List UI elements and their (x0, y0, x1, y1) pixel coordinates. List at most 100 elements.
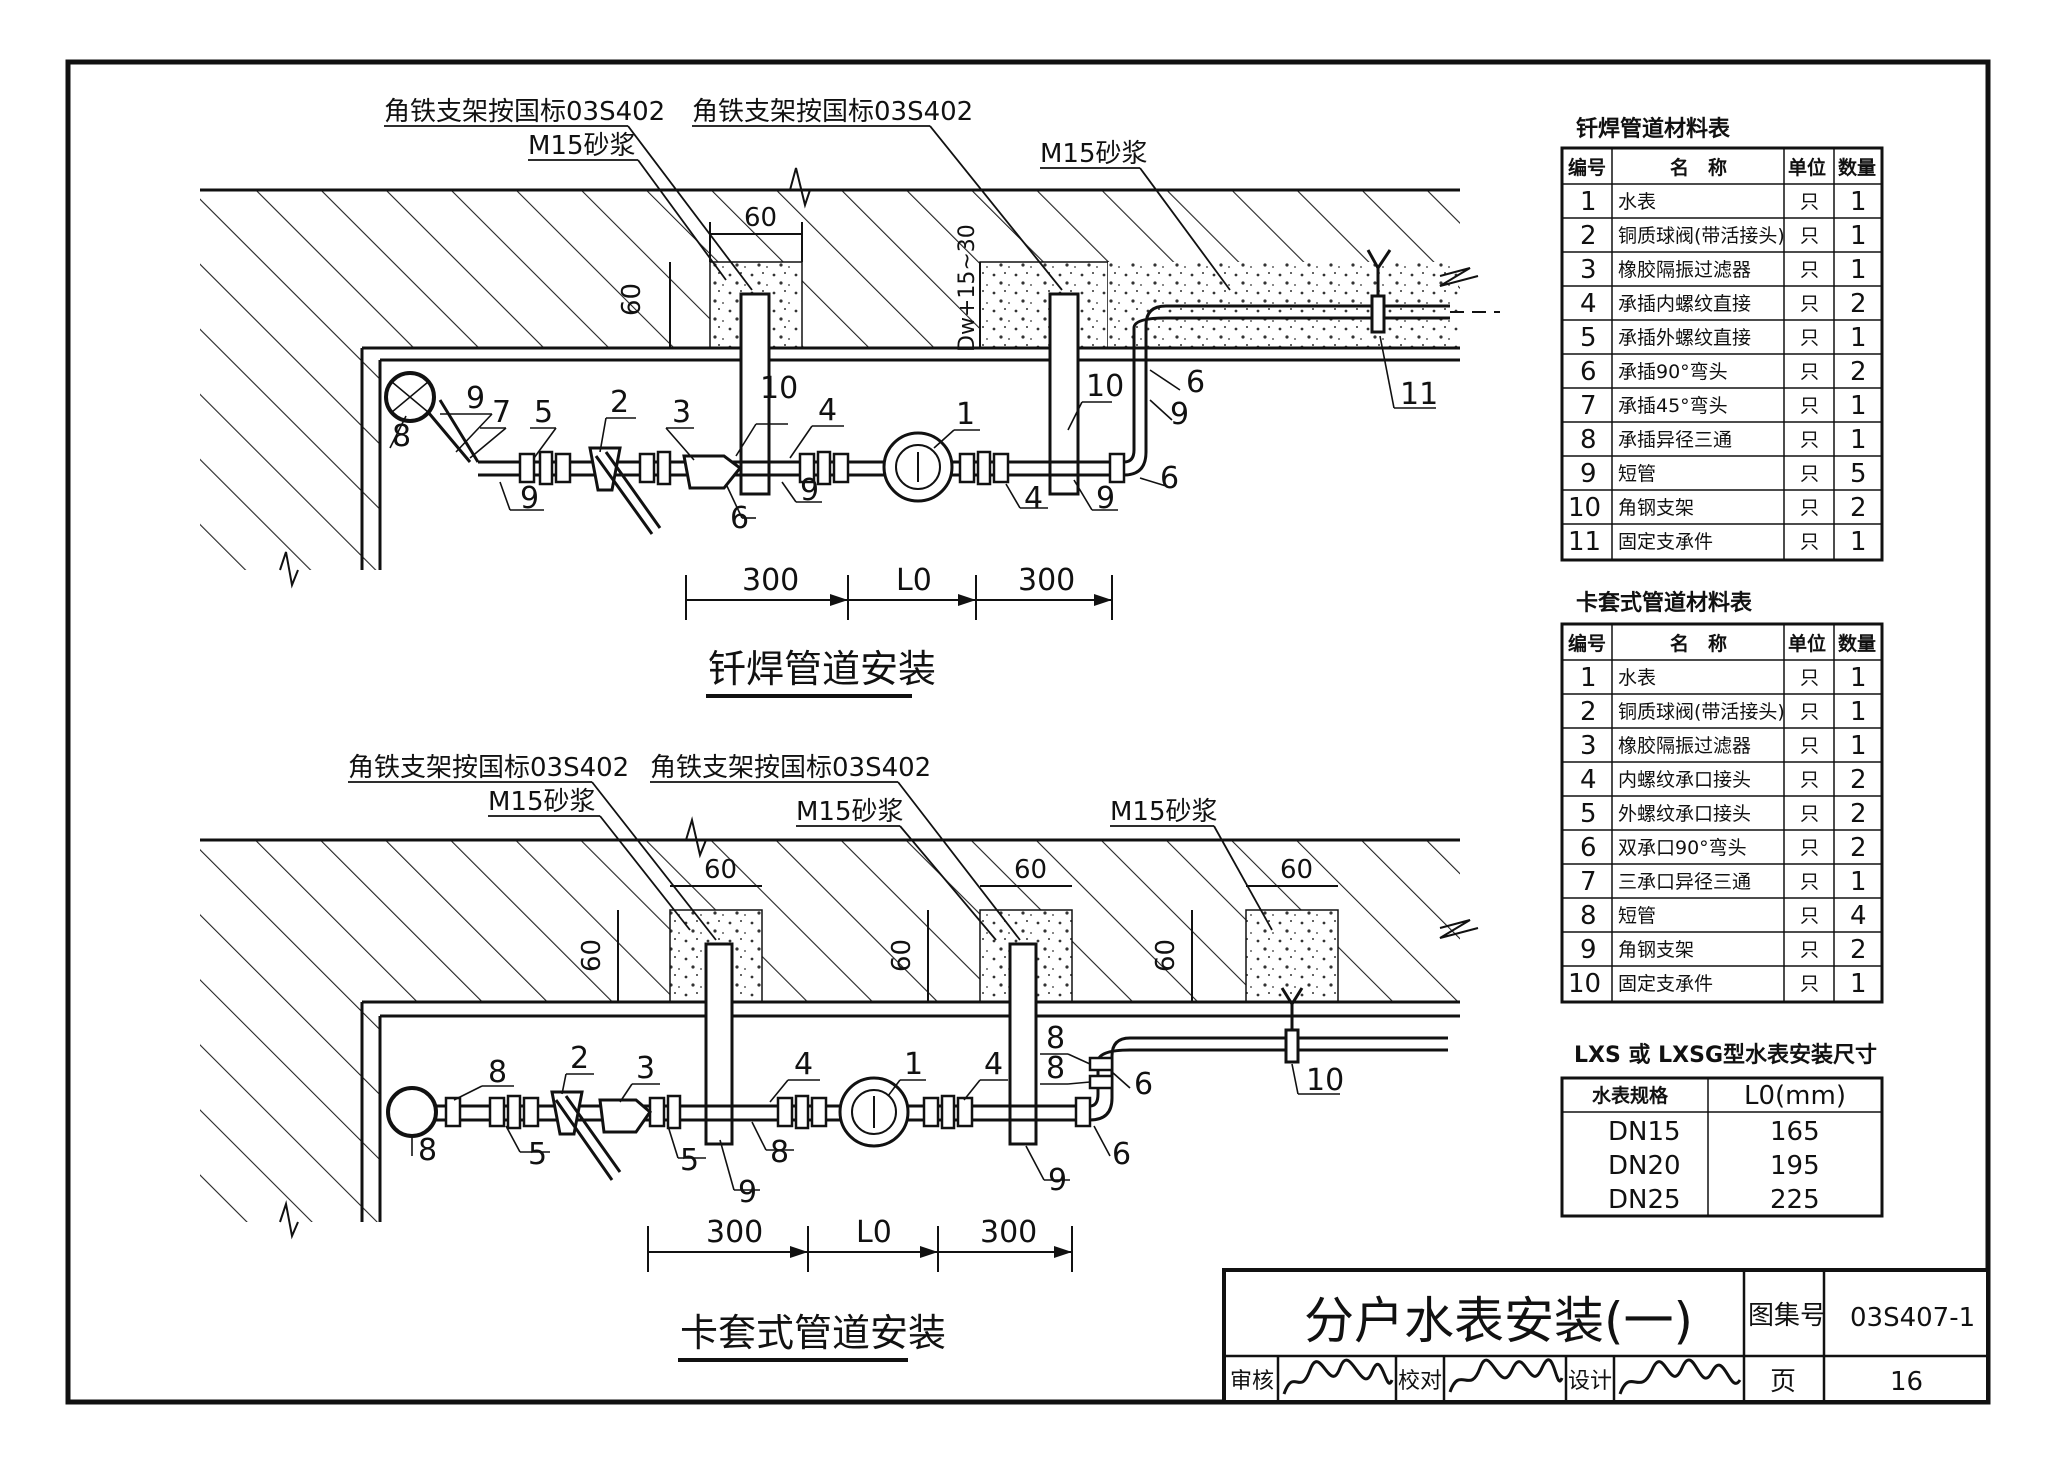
svg-text:铜质球阀(带活接头): 铜质球阀(带活接头) (1618, 701, 1785, 723)
bottom-dim-60-a: 60 (704, 855, 737, 885)
svg-text:数量: 数量 (1838, 156, 1876, 179)
svg-text:名 称: 名 称 (1670, 156, 1727, 179)
svg-text:短管: 短管 (1618, 463, 1656, 485)
top-dimensions (669, 222, 1113, 620)
top-callout-10b: 10 (1086, 369, 1124, 404)
svg-text:数量: 数量 (1838, 632, 1876, 655)
bottom-diagram: 300 L0 300 60 60 60 60 60 60 角铁支架按国标03S4… (200, 753, 1479, 1362)
table-row: 5 (1580, 323, 1597, 353)
svg-text:三承口异径三通: 三承口异径三通 (1618, 871, 1751, 893)
svg-text:只: 只 (1800, 939, 1819, 961)
top-mortar-left: M15砂浆 (528, 131, 636, 161)
top-fixed-support (1370, 294, 1386, 334)
check-label: 校对 (1398, 1369, 1442, 1394)
top-callout-9c: 9 (800, 473, 819, 508)
table-brazed-rows: 1 水表 只 1 2 铜质球阀(带活接头) 只 1 3 橡胶隔振过滤器 只 1 … (1568, 187, 1867, 557)
table-row: 4 (1580, 289, 1597, 319)
bottom-angle-support-right (1008, 942, 1038, 1146)
svg-text:只: 只 (1800, 463, 1819, 485)
bottom-dim-300-right: 300 (980, 1215, 1037, 1250)
svg-text:1: 1 (1850, 425, 1867, 455)
table-row: DN20 (1608, 1151, 1681, 1181)
top-angle-support-right (1048, 292, 1080, 496)
svg-text:只: 只 (1800, 191, 1819, 213)
bottom-dim-60-e: 60 (887, 939, 917, 972)
bottom-callout-5a: 5 (528, 1137, 547, 1172)
svg-text:只: 只 (1800, 225, 1819, 247)
bottom-callouts (411, 1053, 1340, 1191)
svg-text:只: 只 (1800, 667, 1819, 689)
top-callout-8: 8 (392, 419, 411, 454)
bottom-callout-4b: 4 (984, 1047, 1003, 1082)
bottom-callout-6b: 6 (1112, 1137, 1131, 1172)
bottom-break-mark-bottom (279, 1200, 299, 1240)
svg-text:2: 2 (1850, 935, 1867, 965)
bottom-callout-9b: 9 (1048, 1163, 1067, 1198)
top-callout-9e: 9 (1170, 397, 1189, 432)
bottom-support-label-right: 角铁支架按国标03S402 (650, 753, 931, 783)
bottom-callout-6a: 6 (1134, 1067, 1153, 1102)
table-row: 10 (1568, 969, 1601, 999)
svg-text:4: 4 (1850, 901, 1867, 931)
bottom-callout-7: 8 (418, 1133, 437, 1168)
top-callout-9d: 9 (1096, 481, 1115, 516)
svg-text:水表规格: 水表规格 (1592, 1084, 1669, 1107)
top-callout-9b: 9 (520, 481, 539, 516)
top-fittings (518, 450, 1126, 486)
svg-text:固定支承件: 固定支承件 (1618, 973, 1713, 995)
table-row: DN15 (1608, 1117, 1681, 1147)
bottom-angle-support-left (704, 942, 734, 1146)
svg-text:固定支承件: 固定支承件 (1618, 531, 1713, 553)
svg-text:1: 1 (1850, 391, 1867, 421)
svg-text:只: 只 (1800, 905, 1819, 927)
top-45-elbow (426, 399, 480, 463)
top-callout-5b: 6 (730, 501, 749, 536)
svg-text:只: 只 (1800, 327, 1819, 349)
table-row: 10 (1568, 493, 1601, 523)
top-dim-60-top: 60 (744, 203, 777, 233)
page-number: 16 (1890, 1367, 1923, 1397)
top-wall-hatch (200, 190, 1460, 570)
table-row: 8 (1580, 901, 1597, 931)
bottom-dim-60-c: 60 (1280, 855, 1313, 885)
svg-text:1: 1 (1850, 663, 1867, 693)
top-support-label-left: 角铁支架按国标03S402 (384, 97, 665, 127)
svg-text:1: 1 (1850, 867, 1867, 897)
top-strainer (682, 454, 743, 490)
svg-text:编号: 编号 (1568, 632, 1606, 655)
svg-text:只: 只 (1800, 735, 1819, 757)
svg-text:1: 1 (1850, 731, 1867, 761)
bottom-callout-4a: 4 (794, 1047, 813, 1082)
top-wall-face (200, 188, 1460, 570)
bottom-mortar-pocket-right (1245, 909, 1339, 1003)
table-row: 1 (1580, 187, 1597, 217)
bottom-callout-8d: 8 (1046, 1051, 1065, 1086)
svg-text:1: 1 (1850, 187, 1867, 217)
bottom-leaders (348, 781, 1273, 941)
table-ferrule: 卡套式管道材料表 编号 名 称 单位 数量 1 水表 只 1 2 铜质球阀(带活… (1560, 590, 1884, 1004)
svg-text:内螺纹承口接头: 内螺纹承口接头 (1618, 769, 1751, 791)
top-mortar-right: M15砂浆 (1040, 139, 1148, 169)
table-row: 2 (1580, 697, 1597, 727)
svg-text:只: 只 (1800, 973, 1819, 995)
table-row: 7 (1580, 391, 1597, 421)
top-callout-6a: 6 (1160, 461, 1179, 496)
top-mortar-pocket-right (979, 261, 1109, 349)
table-row: 8 (1580, 425, 1597, 455)
top-callout-1: 1 (956, 397, 975, 432)
top-callouts (389, 335, 1436, 519)
bottom-callout-10: 10 (1306, 1063, 1344, 1098)
top-caption: 钎焊管道安装 (708, 647, 936, 691)
svg-text:只: 只 (1800, 769, 1819, 791)
table-row: 11 (1568, 527, 1601, 557)
svg-text:1: 1 (1850, 323, 1867, 353)
svg-text:承插内螺纹直接: 承插内螺纹直接 (1618, 293, 1751, 315)
bottom-break-mark (685, 816, 707, 859)
svg-text:1: 1 (1850, 969, 1867, 999)
svg-text:短管: 短管 (1618, 905, 1656, 927)
drawing-title: 分户水表安装(一) (1304, 1292, 1693, 1350)
signature-review (1282, 1358, 1394, 1395)
svg-text:2: 2 (1850, 289, 1867, 319)
svg-text:角钢支架: 角钢支架 (1618, 497, 1694, 519)
